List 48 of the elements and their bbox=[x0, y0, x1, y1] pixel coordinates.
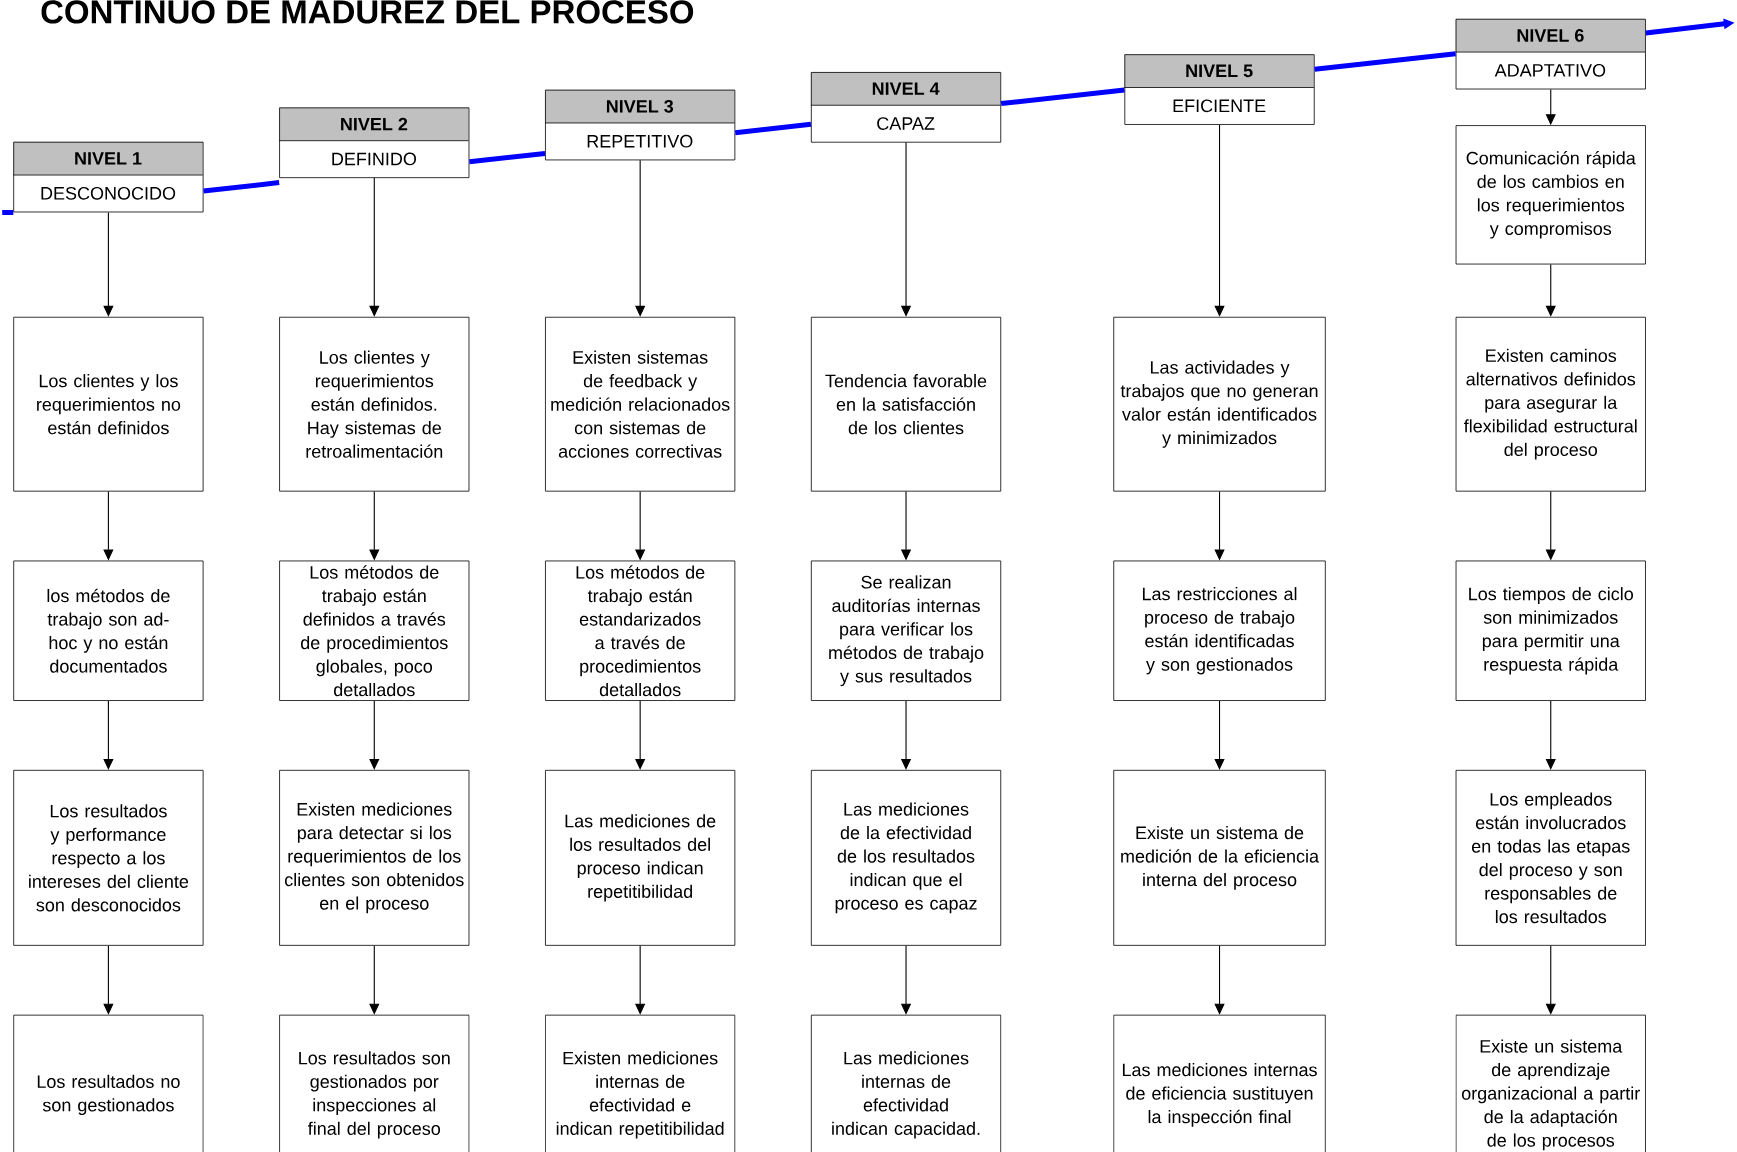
text-box: Los tiempos de ciclo son minimizados para permitir una respuesta rápida bbox=[1455, 560, 1646, 701]
level-header: NIVEL 2 DEFINIDO bbox=[278, 107, 470, 179]
text-box: Los resultados son gestionados por inspecciones al final del proceso bbox=[279, 1014, 470, 1152]
text-box: Los clientes y los requerimientos no están definidos bbox=[13, 316, 204, 492]
arrow bbox=[369, 177, 380, 317]
text-box: Las mediciones de los resultados del proceso indican repetitibilidad bbox=[545, 769, 736, 946]
level-header: NIVEL 6 ADAPTATIVO bbox=[1455, 18, 1646, 90]
arrow bbox=[635, 700, 646, 770]
arrow bbox=[1545, 263, 1556, 317]
level-header: NIVEL 4 CAPAZ bbox=[810, 72, 1002, 143]
connector-line bbox=[2, 209, 14, 216]
arrow bbox=[369, 700, 380, 770]
level-header: NIVEL 3 REPETITIVO bbox=[544, 89, 736, 161]
text-box: Existe un sistema de aprendizaje organizacional a partir de la adaptación de los procesos bbox=[1455, 1014, 1646, 1152]
text-box: Comunicación rápida de los cambios en los requerimientos y compromisos bbox=[1455, 125, 1646, 265]
text-box: Los resultados no son gestionados bbox=[13, 1014, 204, 1152]
arrow bbox=[635, 159, 646, 317]
text-box: Existe un sistema de medición de la eficiencia interna del proceso bbox=[1113, 769, 1326, 946]
text-box: Los clientes y requerimientos están definidos. Hay sistemas de retroalimentación bbox=[279, 316, 470, 492]
level-header: NIVEL 5 EFICIENTE bbox=[1124, 54, 1315, 125]
arrow bbox=[103, 211, 114, 317]
text-box: Los métodos de trabajo están definidos a través de procedimientos globales, poco detallados bbox=[279, 560, 470, 701]
text-box: Las mediciones internas de efectividad indican capacidad. bbox=[810, 1014, 1002, 1152]
text-box: Tendencia favorable en la satisfacción de los clientes bbox=[810, 316, 1002, 492]
arrow bbox=[1545, 700, 1556, 770]
text-box: Las mediciones internas de eficiencia sustituyen la inspección final bbox=[1113, 1014, 1326, 1152]
text-box: Existen sistemas de feedback y medición relacionados con sistemas de acciones correctivas bbox=[545, 316, 736, 492]
text-box: Las actividades y trabajos que no generan valor están identificados y minimizados bbox=[1113, 316, 1326, 492]
arrow bbox=[1214, 700, 1225, 770]
connector-line bbox=[469, 151, 546, 165]
text-box: Los métodos de trabajo están estandarizados a través de procedimientos detallados bbox=[545, 560, 736, 701]
level-header: NIVEL 1 DESCONOCIDO bbox=[12, 141, 204, 213]
text-box: Se realizan auditorías internas para verificar los métodos de trabajo y sus resultados bbox=[810, 560, 1002, 701]
connector-line bbox=[1314, 51, 1456, 72]
text-box: Existen caminos alternativos definidos para asegurar la flexibilidad estructural del proceso bbox=[1455, 316, 1646, 492]
text-box: Existen mediciones para detectar si los requerimientos de los clientes son obtenidos en el proceso bbox=[279, 769, 470, 946]
text-box: los métodos de trabajo son ad-hoc y no están documentados bbox=[13, 560, 204, 701]
title: CONTINUO DE MADUREZ DEL PROCESO bbox=[41, 0, 694, 24]
arrow bbox=[1214, 124, 1225, 317]
connector-line bbox=[735, 121, 812, 136]
text-box: Los resultados y performance respecto a los intereses del cliente son desconocidos bbox=[13, 769, 204, 946]
connector-line bbox=[203, 180, 280, 194]
text-box: Existen mediciones internas de efectividad e indican repetitibilidad bbox=[545, 1014, 736, 1152]
text-box: Las restricciones al proceso de trabajo están identificadas y son gestionados bbox=[1113, 560, 1326, 701]
connector-line bbox=[1000, 87, 1125, 107]
text-box: Los empleados están involucrados en todas las etapas del proceso y son responsables de los resultados bbox=[1455, 769, 1646, 946]
text-box: Las mediciones de la efectividad de los resultados indican que el proceso es capaz bbox=[810, 769, 1002, 946]
arrow bbox=[103, 700, 114, 770]
